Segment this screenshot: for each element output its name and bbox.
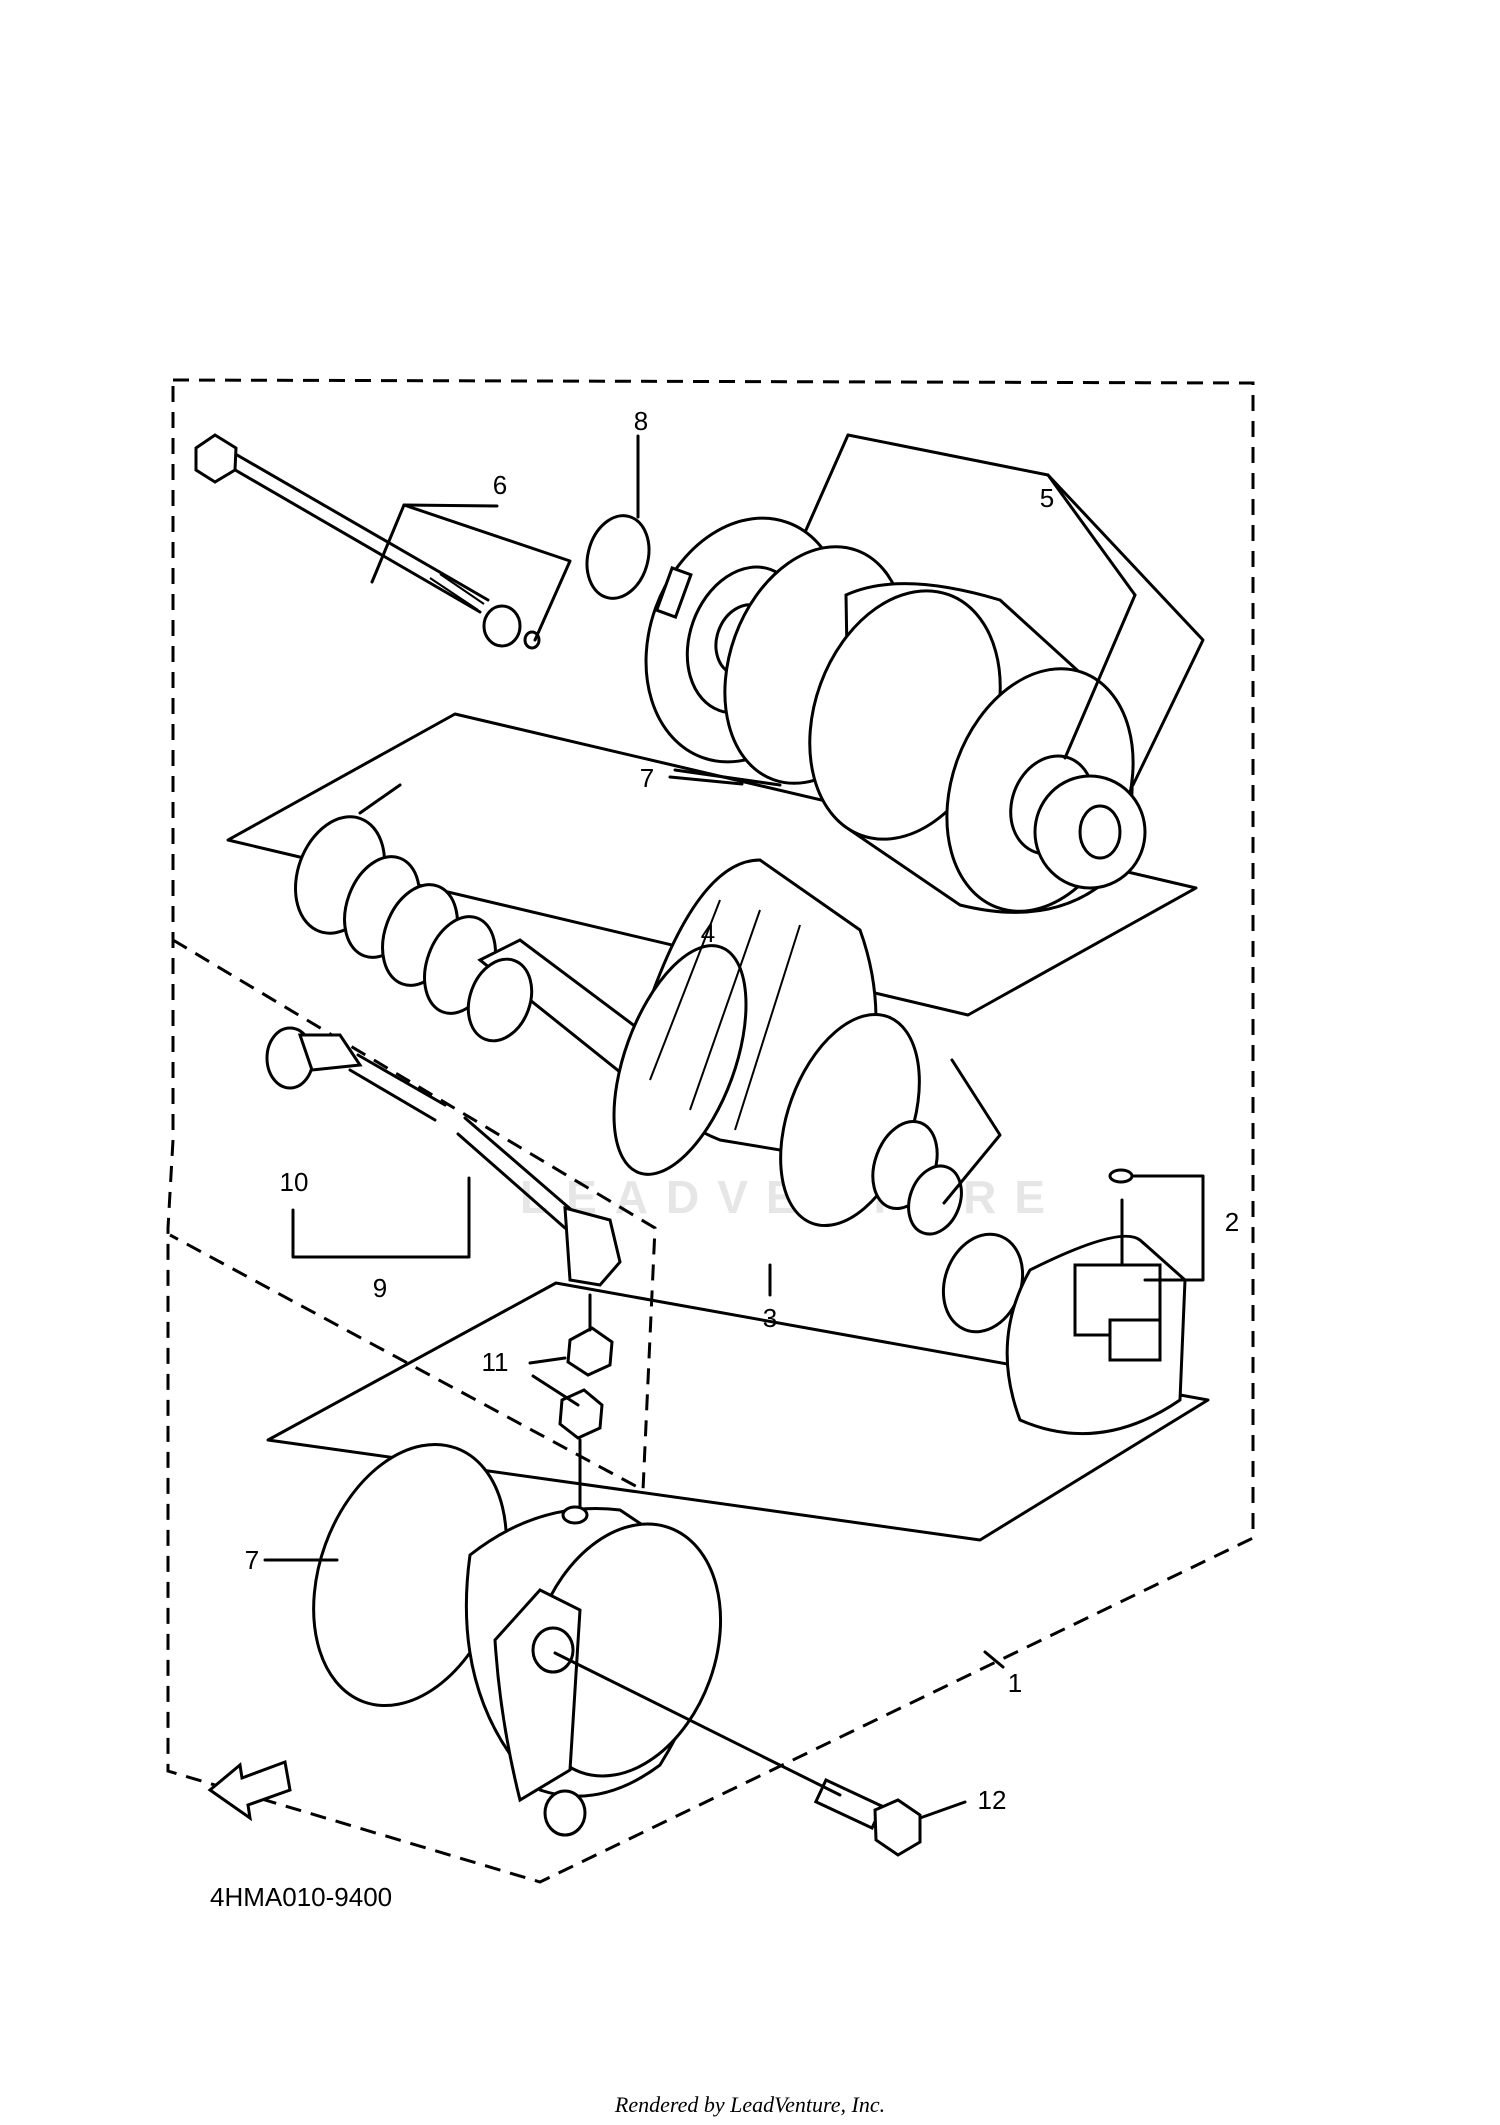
callout-4: 4: [700, 918, 716, 948]
callout-1: 1: [1007, 1668, 1023, 1698]
callout-7-lower: 7: [244, 1545, 260, 1575]
bearing: [907, 1164, 963, 1236]
yoke-boundary: [169, 938, 657, 1493]
leader-7-upper: [668, 775, 744, 786]
callout-6: 6: [492, 470, 508, 500]
leader-9-10: [291, 1176, 471, 1259]
leader-6: [370, 503, 572, 642]
fwd-arrow-icon: [207, 1759, 292, 1822]
callout-10: 10: [279, 1167, 309, 1197]
yoke-housing: [808, 582, 1147, 914]
group-box-lower: [266, 1281, 1210, 1542]
leader-5: [846, 433, 1205, 787]
diagram-code: 4HMA010-9400: [210, 1882, 393, 1912]
callout-11: 11: [481, 1347, 509, 1377]
washer: [482, 604, 522, 648]
rear-cover: [464, 1505, 723, 1837]
callout-7-upper: 7: [639, 763, 655, 793]
nut-upper: [566, 1326, 614, 1377]
shims-and-washers: [294, 815, 497, 1015]
callout-8: 8: [633, 406, 649, 436]
assembly-boundary: [166, 378, 1255, 1884]
nut-lower: [558, 1388, 604, 1440]
callout-5: 5: [1039, 483, 1055, 513]
brush-holder: [1005, 1168, 1187, 1436]
callout-12: 12: [977, 1785, 1007, 1815]
callout-9: 9: [372, 1273, 388, 1303]
leader-4-right: [942, 1058, 1002, 1205]
footer-credit: Rendered by LeadVenture, Inc.: [614, 2092, 886, 2117]
leader-4-left: [358, 783, 402, 815]
leader-12: [918, 1800, 967, 1820]
through-bolt: [194, 433, 490, 614]
leader-11: [528, 1356, 567, 1365]
o-ring-8: [585, 514, 651, 600]
leader-1: [983, 1650, 1005, 1669]
leader-2: [1132, 1174, 1205, 1282]
callout-2: 2: [1224, 1207, 1240, 1237]
lead-wire: [265, 1026, 622, 1287]
callout-3: 3: [762, 1303, 778, 1333]
leader-12-axis: [553, 1651, 842, 1797]
